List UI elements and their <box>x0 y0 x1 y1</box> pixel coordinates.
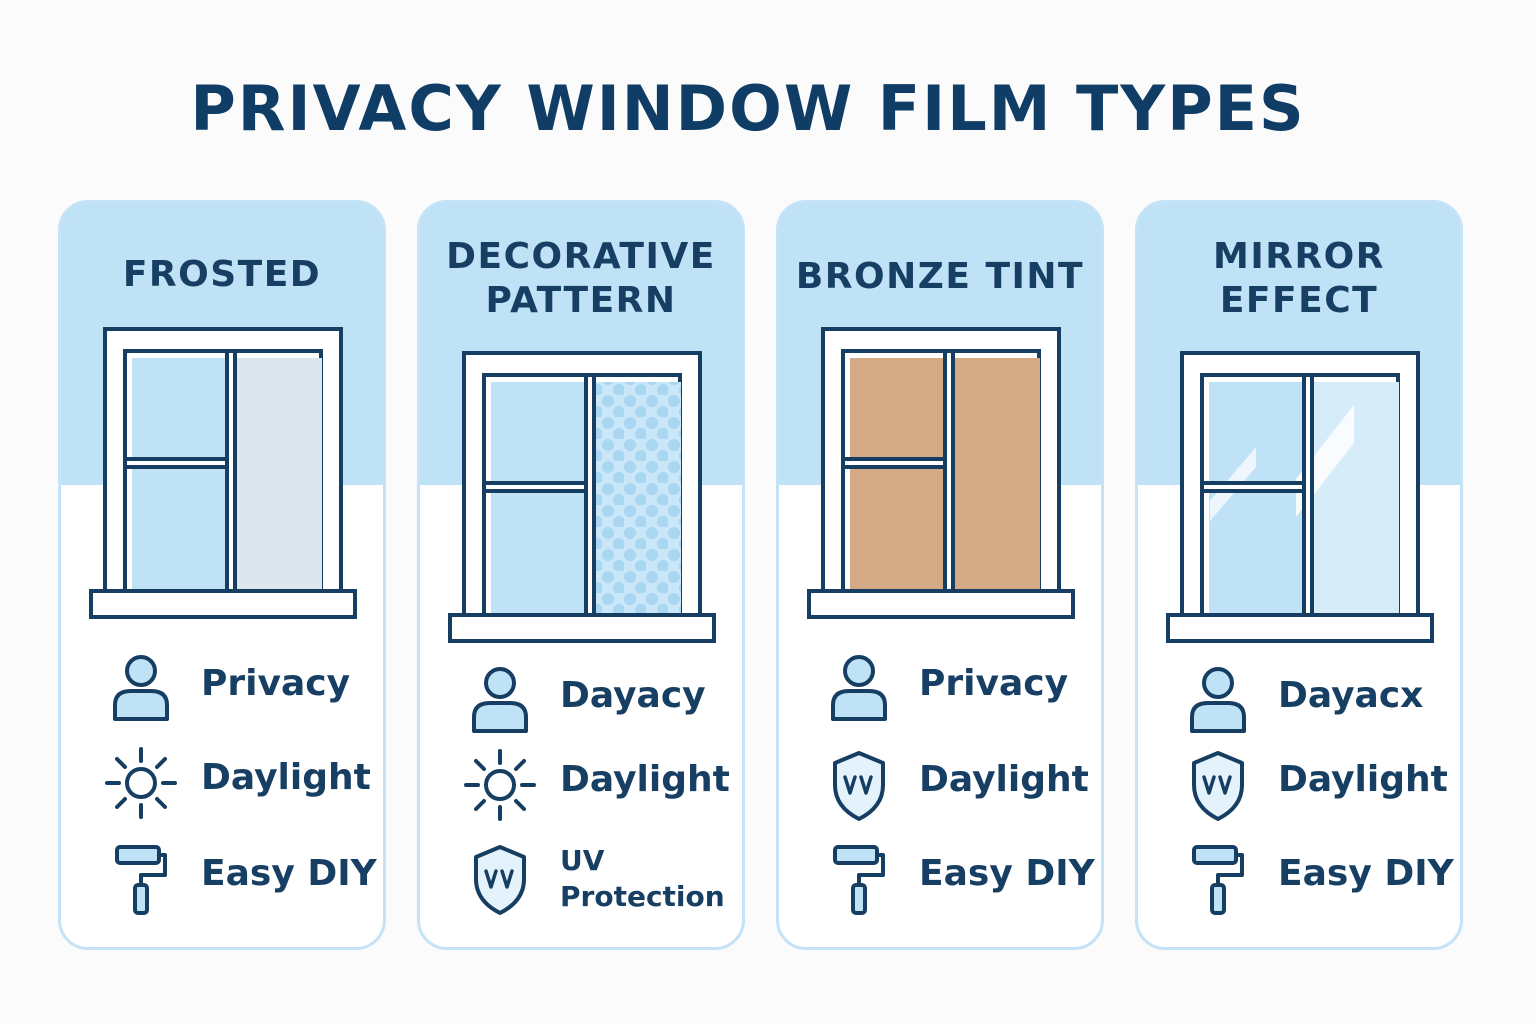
feature-item: Daylight <box>101 743 383 823</box>
window-illustration <box>448 351 716 643</box>
card-title: FROSTED <box>122 254 322 295</box>
feature-item: Easy DIY <box>1178 839 1460 919</box>
card-title: MIRROR EFFECT <box>1213 236 1385 321</box>
paint-roller-icon <box>101 839 181 919</box>
film-pane <box>594 382 681 613</box>
feature-item: Daylight <box>819 745 1101 825</box>
feature-item: UV Protection <box>460 839 742 919</box>
film-card: MIRROR EFFECT Dayacx Daylight Easy DIY <box>1135 200 1463 950</box>
window-graphic <box>1166 351 1436 650</box>
film-pane <box>1312 382 1399 613</box>
window-illustration <box>1166 351 1434 643</box>
feature-item: Dayacy <box>460 661 742 741</box>
person-icon <box>819 649 899 729</box>
feature-item: Daylight <box>1178 745 1460 825</box>
card-title: BRONZE TINT <box>795 256 1085 297</box>
uv-shield-icon <box>819 745 899 825</box>
feature-item: Privacy <box>101 649 383 729</box>
person-icon <box>1178 661 1258 741</box>
window-graphic <box>89 327 359 626</box>
uv-shield-icon <box>1178 745 1258 825</box>
feature-label: Daylight <box>201 757 371 798</box>
film-pane <box>953 358 1040 589</box>
card-title: DECORATIVE PATTERN <box>446 236 716 321</box>
uv-shield-icon <box>460 839 540 919</box>
feature-label: Easy DIY <box>1278 853 1454 894</box>
feature-label: Daylight <box>919 759 1089 800</box>
feature-label: Privacy <box>919 663 1069 704</box>
feature-item: Privacy <box>819 649 1101 729</box>
paint-roller-icon <box>819 839 899 919</box>
feature-item: Daylight <box>460 745 742 825</box>
sun-icon <box>101 743 181 823</box>
feature-label: Dayacy <box>560 675 706 716</box>
feature-label: UV Protection <box>560 844 725 913</box>
feature-item: Easy DIY <box>819 839 1101 919</box>
feature-label: Daylight <box>560 759 730 800</box>
feature-label: Daylight <box>1278 759 1448 800</box>
feature-label: Privacy <box>201 663 351 704</box>
film-card: DECORATIVE PATTERN Dayacy <box>417 200 745 950</box>
film-card: BRONZE TINT Privacy Daylight Easy DIY <box>776 200 1104 950</box>
feature-label: Easy DIY <box>919 853 1095 894</box>
person-icon <box>460 661 540 741</box>
film-card: FROSTED Privacy Daylight Easy DIY <box>58 200 386 950</box>
sun-icon <box>460 745 540 825</box>
window-illustration <box>89 327 357 619</box>
feature-label: Easy DIY <box>201 853 377 894</box>
window-graphic <box>807 327 1077 626</box>
window-graphic <box>448 351 718 650</box>
person-icon <box>101 649 181 729</box>
window-illustration <box>807 327 1075 619</box>
feature-label: Dayacx <box>1278 675 1424 716</box>
feature-item: Easy DIY <box>101 839 383 919</box>
feature-item: Dayacx <box>1178 661 1460 741</box>
film-pane <box>235 358 322 589</box>
page-title: PRIVACY WINDOW FILM TYPES <box>190 72 1306 145</box>
paint-roller-icon <box>1178 839 1258 919</box>
